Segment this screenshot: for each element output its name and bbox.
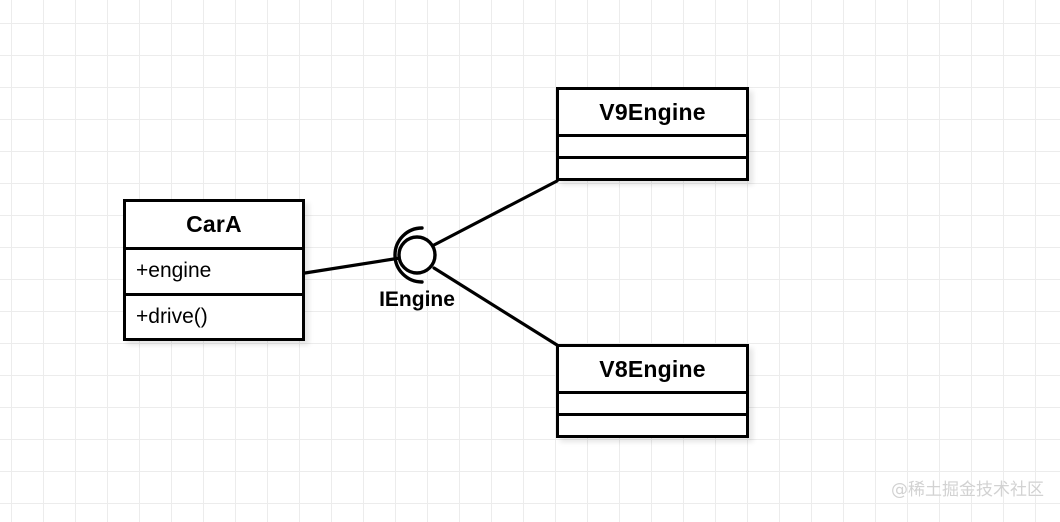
- uml-class-cara[interactable]: CarA +engine +drive(): [123, 199, 305, 341]
- interface-label: IEngine: [379, 288, 455, 311]
- class-name-cara: CarA: [186, 211, 242, 238]
- class-name-v8engine: V8Engine: [599, 355, 706, 382]
- uml-class-v8engine[interactable]: V8Engine: [556, 344, 749, 438]
- uml-class-v9engine[interactable]: V9Engine: [556, 87, 749, 181]
- class-operation-row: [559, 413, 746, 435]
- watermark: @稀土掘金技术社区: [891, 480, 1044, 500]
- class-attribute-row: [559, 134, 746, 156]
- class-attribute-row: [559, 391, 746, 413]
- lollipop-interface-icon[interactable]: [378, 216, 458, 296]
- interface-socket-arc-icon: [393, 226, 424, 284]
- class-attribute-row: +engine: [126, 247, 302, 292]
- interface-ball-icon: [397, 235, 437, 275]
- class-name-v9engine: V9Engine: [599, 98, 706, 125]
- class-operation-row: [559, 156, 746, 178]
- class-operation-row: +drive(): [126, 292, 302, 338]
